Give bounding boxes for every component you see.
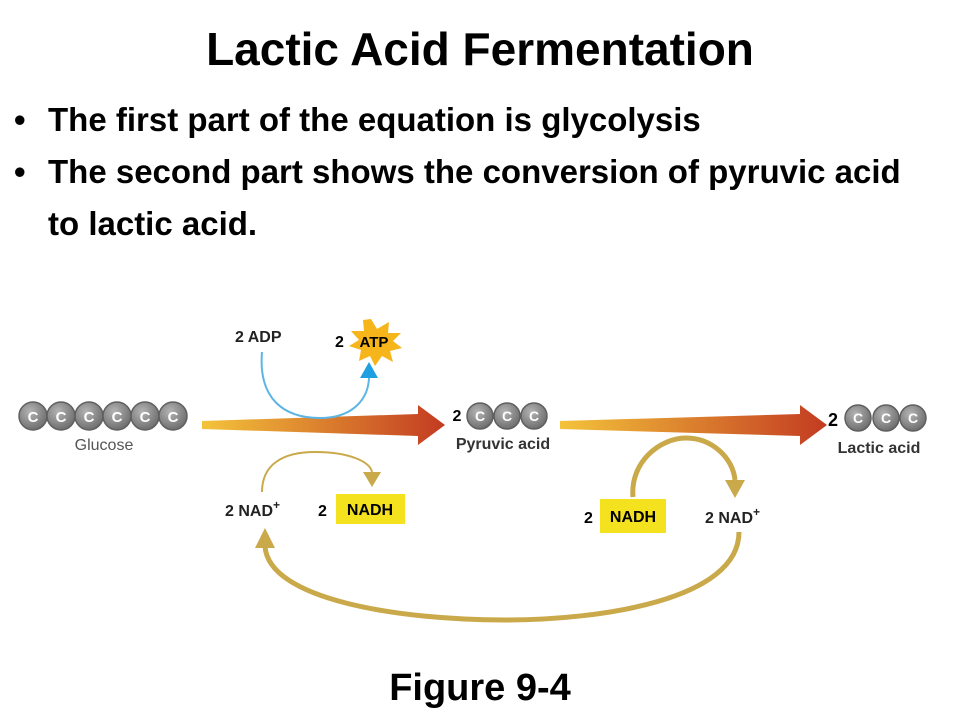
nadh-right-label: NADH (610, 509, 656, 526)
nadh-arrowhead-left (363, 472, 381, 487)
adp-to-atp-arrow (260, 351, 370, 420)
pyruvic-count: 2 (453, 408, 462, 425)
pyruvic-acid-molecule: C C C (466, 402, 548, 430)
glycolysis-arrow (202, 405, 445, 445)
bullet-symbol: • (14, 153, 26, 190)
svg-text:C: C (908, 410, 918, 426)
carbon-atom: C (899, 404, 927, 432)
bullet-item-2: • The second part shows the conversion o… (14, 146, 934, 250)
svg-text:C: C (881, 410, 891, 426)
lactic-acid-molecule: C C C (844, 404, 927, 432)
slide-title: Lactic Acid Fermentation (206, 23, 754, 75)
adp-arrowhead (360, 362, 378, 378)
nadh-box-left (336, 494, 405, 524)
atp-burst-icon (349, 319, 402, 366)
bullet-symbol: • (14, 101, 26, 138)
nadh-to-nad-arrow-right (630, 435, 738, 498)
carbon-atom: C (130, 401, 160, 431)
svg-text:C: C (475, 408, 485, 424)
svg-text:C: C (529, 408, 539, 424)
nadh-right-count: 2 (584, 510, 593, 527)
carbon-atom: C (872, 404, 900, 432)
lactic-acid-label: Lactic acid (838, 440, 921, 457)
glucose-label: Glucose (75, 437, 134, 454)
nad-arrowhead-right (725, 480, 745, 498)
svg-text:C: C (502, 408, 512, 424)
fermentation-arrow (560, 405, 827, 445)
carbon-atom: C (158, 401, 188, 431)
lactic-count: 2 (828, 410, 838, 430)
figure-caption: Figure 9-4 (389, 667, 571, 709)
carbon-atom: C (844, 404, 872, 432)
atp-count: 2 (335, 334, 344, 351)
svg-text:C: C (28, 409, 39, 426)
atp-label: ATP (360, 334, 389, 351)
nadh-left-label: NADH (347, 502, 393, 519)
adp-label: 2 ADP (235, 329, 282, 346)
glucose-molecule: C C C C C C (18, 401, 188, 431)
lactic-fermentation-diagram: C C C C C C Glucose 2 C C (18, 319, 927, 623)
bullet-item-1: • The first part of the equation is glyc… (14, 94, 934, 146)
svg-text:C: C (140, 409, 151, 426)
svg-text:C: C (84, 409, 95, 426)
nadh-box-right (600, 499, 666, 533)
nad-recycle-loop-arrow (262, 531, 742, 623)
nadh-left-count: 2 (318, 503, 327, 520)
carbon-atom: C (466, 402, 494, 430)
bullet-text-2: The second part shows the conversion of … (48, 153, 901, 242)
nad-to-nadh-arrow-left (261, 450, 373, 493)
svg-text:C: C (168, 409, 179, 426)
recycle-arrowhead (255, 528, 275, 548)
carbon-atom: C (493, 402, 521, 430)
svg-text:C: C (56, 409, 67, 426)
svg-text:C: C (853, 410, 863, 426)
bullet-list: • The first part of the equation is glyc… (14, 94, 934, 250)
carbon-atom: C (74, 401, 104, 431)
carbon-atom: C (18, 401, 48, 431)
nad-plus-right: 2 NAD+ (705, 505, 760, 527)
carbon-atom: C (102, 401, 132, 431)
bullet-text-1: The first part of the equation is glycol… (48, 101, 701, 138)
carbon-atom: C (46, 401, 76, 431)
nad-plus-left: 2 NAD+ (225, 498, 280, 520)
carbon-atom: C (520, 402, 548, 430)
svg-text:C: C (112, 409, 123, 426)
pyruvic-acid-label: Pyruvic acid (456, 436, 550, 453)
